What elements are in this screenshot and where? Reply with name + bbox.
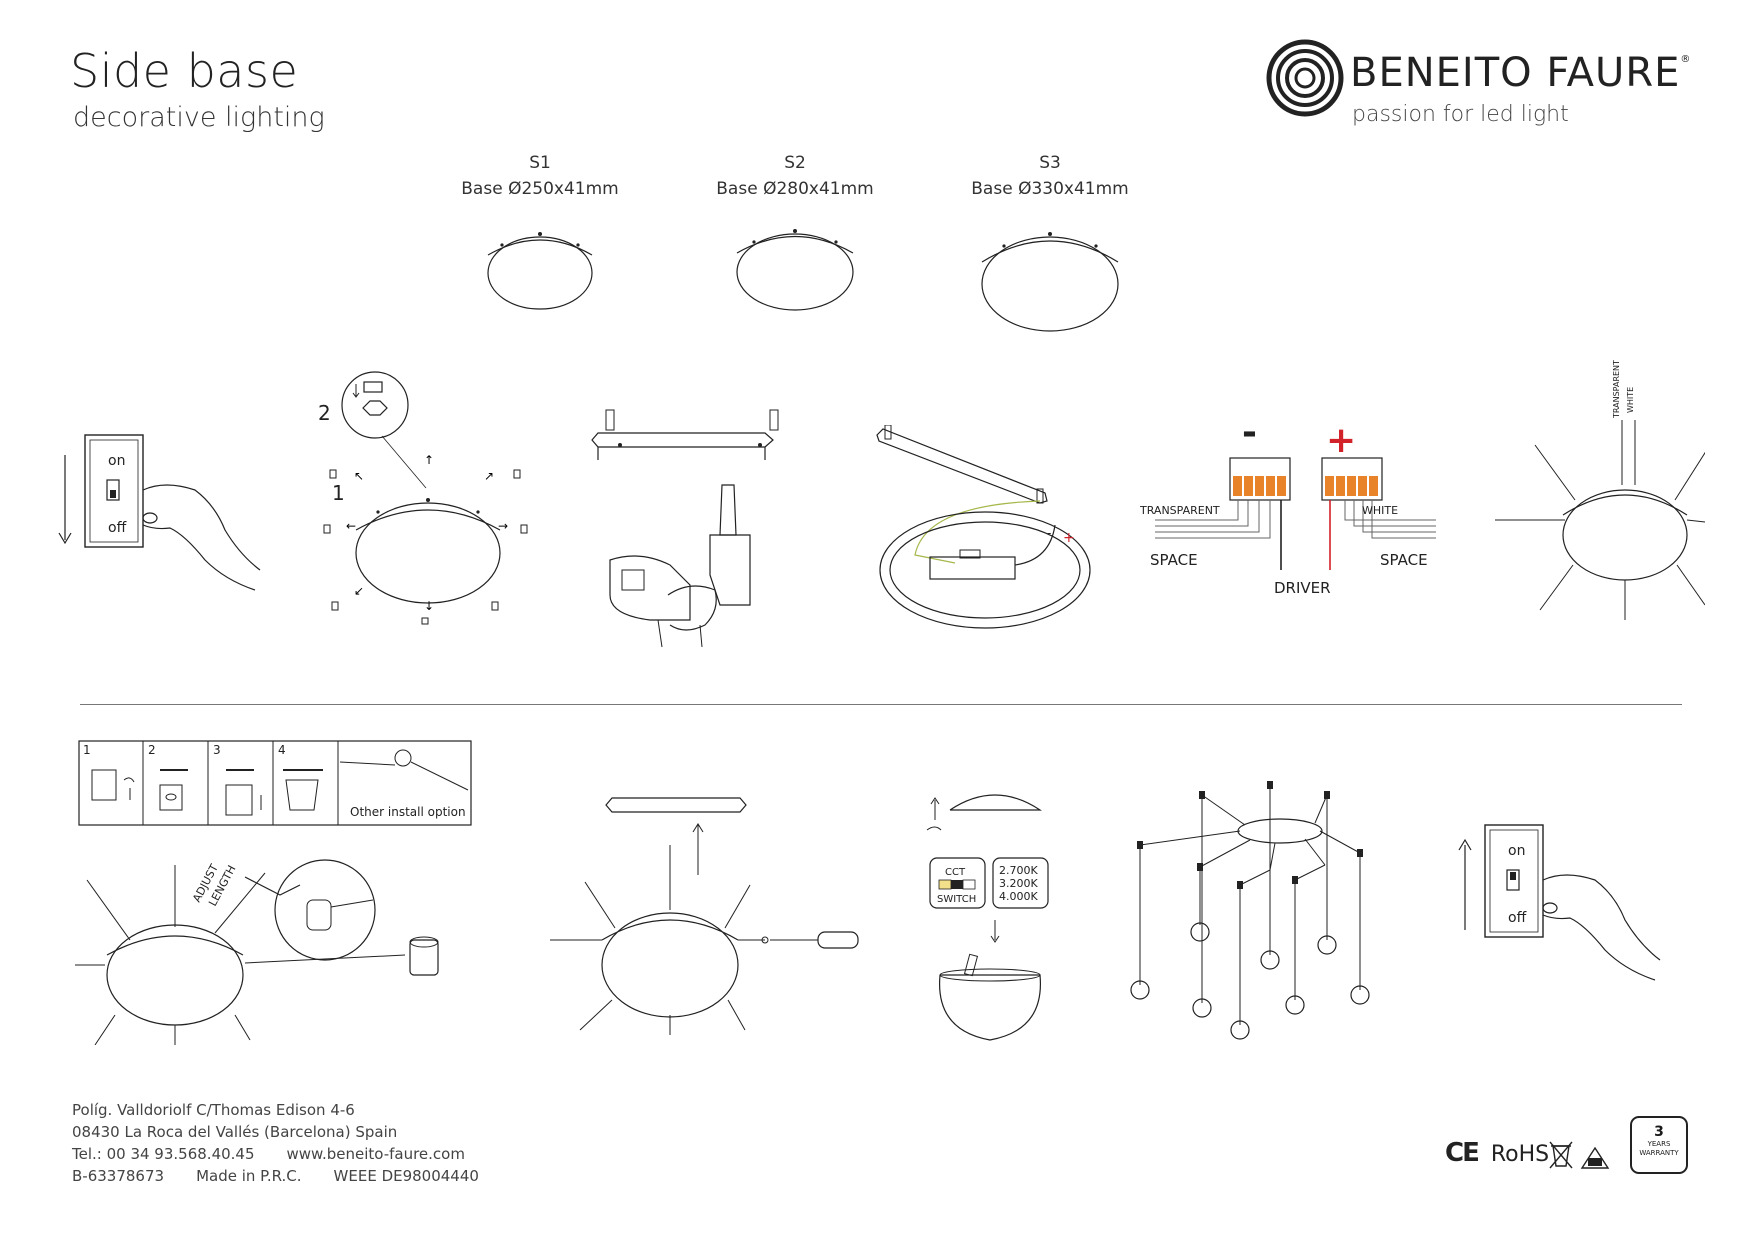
white-label: WHITE xyxy=(1362,504,1398,517)
switch-off-label: off xyxy=(1508,910,1527,926)
svg-text:←: ← xyxy=(346,519,356,533)
brand-name: BENEITO FAURE® xyxy=(1350,50,1692,96)
svg-text:+: + xyxy=(1063,530,1075,546)
variant-code: S2 xyxy=(784,153,806,173)
variant-s3: S3 Base Ø330x41mm xyxy=(950,150,1150,202)
transparent-label: TRANSPARENT xyxy=(1140,504,1220,517)
variant-size: Base Ø250x41mm xyxy=(461,179,619,199)
brand-logo-icon xyxy=(1266,39,1344,117)
telephone: Tel.: 00 34 93.568.40.45 xyxy=(72,1145,255,1163)
variant-s2: S2 Base Ø280x41mm xyxy=(695,150,895,202)
base-cables-illustration: TRANSPARENT WHITE xyxy=(1495,360,1705,620)
svg-text:↓: ↓ xyxy=(424,599,434,613)
warranty-years-label: YEARS xyxy=(1647,1140,1671,1148)
switch-on-label: on xyxy=(1508,843,1525,859)
cct-label: CCT xyxy=(945,867,966,878)
step-number-1: 1 xyxy=(332,481,345,505)
variant-size: Base Ø330x41mm xyxy=(971,179,1129,199)
weee-number: WEEE DE98004440 xyxy=(333,1167,479,1185)
switch-on-illustration: on off xyxy=(1458,824,1661,981)
cable-transparent-label: TRANSPARENT xyxy=(1612,360,1621,419)
svg-text:-: - xyxy=(1047,526,1051,540)
website-link[interactable]: www.beneito-faure.com xyxy=(286,1145,465,1163)
certification-marks: CE RoHS xyxy=(1445,1138,1549,1168)
company-footer: Políg. Valldoriolf C/Thomas Edison 4-6 0… xyxy=(72,1099,479,1187)
install-step-1: 1 xyxy=(83,743,91,757)
warranty-label: WARRANTY xyxy=(1639,1149,1679,1157)
address-line-1: Políg. Valldoriolf C/Thomas Edison 4-6 xyxy=(72,1101,355,1119)
plus-sign: + xyxy=(1326,420,1356,461)
ce-mark: CE xyxy=(1445,1138,1480,1168)
section-divider xyxy=(80,704,1682,705)
finished-pendant-illustration xyxy=(1130,781,1370,1040)
cct-temp-3: 4.000K xyxy=(999,890,1038,903)
space-right-label: SPACE xyxy=(1380,551,1428,569)
svg-text:→: → xyxy=(498,519,508,533)
variant-size: Base Ø280x41mm xyxy=(716,179,874,199)
cct-switch-illustration: CCT SWITCH 2.700K 3.200K 4.000K xyxy=(926,794,1049,1041)
svg-text:↙: ↙ xyxy=(354,584,364,598)
warranty-badge: 3 YEARS WARRANTY xyxy=(1630,1116,1688,1174)
switch-off-illustration: on off xyxy=(58,434,261,591)
variant-code: S1 xyxy=(529,153,551,173)
wiring-diagram: - + TRANSPARENT WHITE SPACE SPACE DRIVER xyxy=(1140,420,1436,597)
base-s3-drawing xyxy=(981,232,1119,332)
warranty-years: 3 xyxy=(1654,1124,1664,1140)
base-s1-drawing xyxy=(487,232,593,310)
svg-text:↖: ↖ xyxy=(354,469,364,483)
step-number-2: 2 xyxy=(318,401,331,425)
mount-base-illustration xyxy=(550,797,859,1035)
cct-temp-1: 2.700K xyxy=(999,864,1038,877)
brand-tagline: passion for led light xyxy=(1352,102,1569,127)
variant-code: S3 xyxy=(1039,153,1061,173)
switch-on-label: on xyxy=(108,453,125,469)
space-left-label: SPACE xyxy=(1150,551,1198,569)
install-step-4: 4 xyxy=(278,743,286,757)
cable-white-label: WHITE xyxy=(1626,387,1635,413)
base-s2-drawing xyxy=(736,229,854,311)
rohs-mark: RoHS xyxy=(1490,1142,1550,1167)
install-options-table: 1 2 3 4 Other install option xyxy=(78,740,472,826)
page-subtitle: decorative lighting xyxy=(73,102,325,133)
install-step-2: 2 xyxy=(148,743,156,757)
weee-bin-icon xyxy=(1549,1141,1573,1169)
adjust-length-illustration: ADJUST LENGTH xyxy=(75,859,439,1045)
company-code: B-63378673 xyxy=(72,1167,165,1185)
base-screws-illustration: 2 1 ↑ ↖ ↗ ← → ↙ ↓ xyxy=(318,371,528,625)
driver-label: DRIVER xyxy=(1274,579,1331,597)
minus-sign: - xyxy=(1242,420,1257,453)
address-line-2: 08430 La Roca del Vallés (Barcelona) Spa… xyxy=(72,1123,398,1141)
made-in: Made in P.R.C. xyxy=(196,1167,302,1185)
page-title: Side base xyxy=(70,44,299,98)
install-step-3: 3 xyxy=(213,743,221,757)
svg-text:↑: ↑ xyxy=(424,453,434,467)
other-install-label: Other install option xyxy=(350,805,466,819)
driver-ring-illustration: - + xyxy=(876,425,1091,629)
cct-temp-2: 3.200K xyxy=(999,877,1038,890)
svg-text:↗: ↗ xyxy=(484,469,494,483)
switch-label: SWITCH xyxy=(937,894,976,905)
switch-off-label: off xyxy=(108,520,127,536)
variant-s1: S1 Base Ø250x41mm xyxy=(440,150,640,202)
eac-mark-icon xyxy=(1580,1146,1610,1169)
bracket-drill-illustration xyxy=(591,409,779,648)
